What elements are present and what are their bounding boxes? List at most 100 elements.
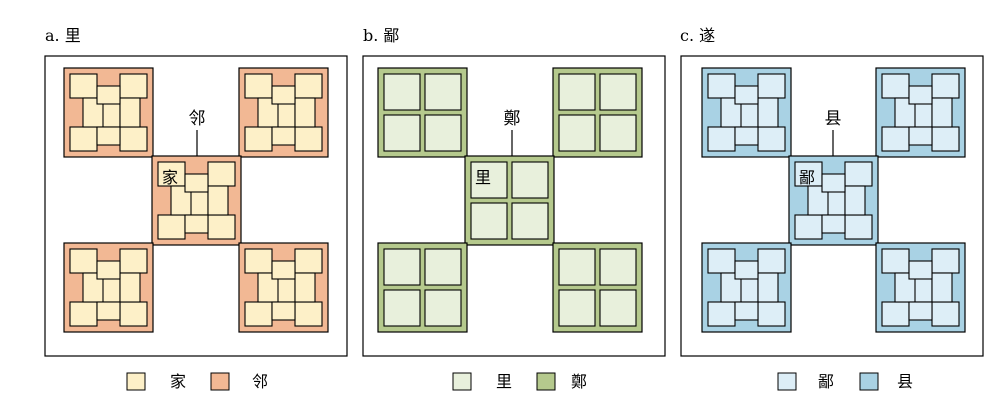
inner-cell	[170, 185, 192, 216]
panel-a-block-0	[63, 67, 154, 158]
panel-c-block-3	[701, 242, 792, 333]
inner-cell	[383, 248, 421, 286]
inner-cell	[734, 126, 759, 146]
panel-a-block-1	[238, 67, 329, 158]
inner-cell	[558, 289, 596, 327]
inner-cell	[424, 289, 462, 327]
inner-cell	[271, 126, 296, 146]
panel-c-inner-label: 鄙	[799, 168, 815, 187]
panel-b-legend-label-0: 里	[496, 372, 512, 391]
panel-b-legend-swatch-1	[536, 372, 556, 391]
panel-c-legend-label-0: 鄙	[818, 372, 834, 391]
panel-c-block-0	[701, 67, 792, 158]
inner-cell	[894, 272, 916, 303]
inner-cell	[757, 73, 786, 99]
panel-b-frame	[362, 55, 666, 357]
inner-cell	[757, 248, 786, 274]
inner-cell	[807, 185, 829, 216]
panel-c-legend-label-1: 县	[897, 372, 913, 391]
inner-cell	[757, 272, 779, 303]
panel-a-legend: 家 邻	[126, 372, 268, 391]
inner-cell	[558, 248, 596, 286]
inner-cell	[207, 185, 229, 216]
inner-cell	[931, 126, 960, 152]
panel-c-frame	[680, 55, 984, 357]
panel-a-caption: a. 里	[45, 26, 81, 45]
inner-cell	[931, 73, 960, 99]
inner-cell	[707, 126, 736, 152]
inner-cell	[82, 272, 104, 303]
inner-cell	[383, 289, 421, 327]
panel-a-inner-label: 家	[162, 168, 178, 187]
panel-b-block-2: 里	[464, 155, 555, 246]
inner-cell	[424, 114, 462, 152]
inner-cell	[119, 97, 141, 128]
panel-a: a. 里 邻 家 邻 家	[44, 26, 348, 391]
panel-b-block-1	[552, 67, 643, 158]
panel-a-block-4	[238, 242, 329, 333]
inner-cell	[69, 73, 98, 99]
inner-cell	[294, 248, 323, 274]
panel-c-legend-swatch-1	[859, 372, 879, 391]
inner-cell	[894, 97, 916, 128]
inner-cell	[69, 126, 98, 152]
inner-cell	[558, 114, 596, 152]
inner-cell	[757, 301, 786, 327]
inner-cell	[908, 85, 933, 105]
inner-cell	[470, 202, 508, 240]
inner-cell	[257, 97, 279, 128]
inner-cell	[244, 126, 273, 152]
inner-cell	[294, 301, 323, 327]
inner-cell	[96, 126, 121, 146]
panel-a-legend-swatch-0	[126, 372, 146, 391]
inner-cell	[599, 114, 637, 152]
inner-cell	[881, 301, 910, 327]
panel-c-block-4	[875, 242, 966, 333]
panel-a-center-label: 邻	[189, 109, 206, 129]
panel-c-block-1	[875, 67, 966, 158]
inner-cell	[844, 214, 873, 240]
inner-cell	[184, 214, 209, 234]
inner-cell	[244, 301, 273, 327]
inner-cell	[881, 73, 910, 99]
inner-cell	[271, 85, 296, 105]
panel-b-block-0	[377, 67, 468, 158]
inner-cell	[157, 161, 186, 187]
inner-cell	[794, 161, 823, 187]
inner-cell	[720, 97, 742, 128]
inner-cell	[558, 73, 596, 111]
inner-cell	[931, 301, 960, 327]
inner-cell	[511, 202, 549, 240]
inner-cell	[599, 289, 637, 327]
inner-cell	[707, 73, 736, 99]
inner-cell	[271, 301, 296, 321]
inner-cell	[931, 97, 953, 128]
inner-cell	[881, 248, 910, 274]
panel-b-block-4	[552, 242, 643, 333]
panel-b-center-label: 鄭	[504, 109, 521, 129]
inner-cell	[908, 260, 933, 280]
panel-b-legend-label-1: 鄭	[571, 372, 587, 391]
inner-cell	[734, 85, 759, 105]
inner-cell	[931, 272, 953, 303]
inner-cell	[294, 73, 323, 99]
inner-cell	[207, 161, 236, 187]
inner-cell	[844, 185, 866, 216]
inner-cell	[599, 248, 637, 286]
panel-c-center-label: 县	[825, 109, 842, 129]
inner-cell	[207, 214, 236, 240]
inner-cell	[294, 97, 316, 128]
inner-cell	[119, 301, 148, 327]
panel-c: c. 遂 县 鄙 县 鄙	[680, 26, 984, 391]
panel-a-block-2: 家	[151, 155, 242, 246]
inner-cell	[707, 248, 736, 274]
inner-cell	[184, 173, 209, 193]
inner-cell	[119, 73, 148, 99]
inner-cell	[757, 97, 779, 128]
panel-b-legend: 里 鄭	[452, 372, 587, 391]
inner-cell	[844, 161, 873, 187]
panel-c-caption: c. 遂	[680, 26, 715, 45]
panel-a-legend-swatch-1	[210, 372, 230, 391]
inner-cell	[96, 85, 121, 105]
